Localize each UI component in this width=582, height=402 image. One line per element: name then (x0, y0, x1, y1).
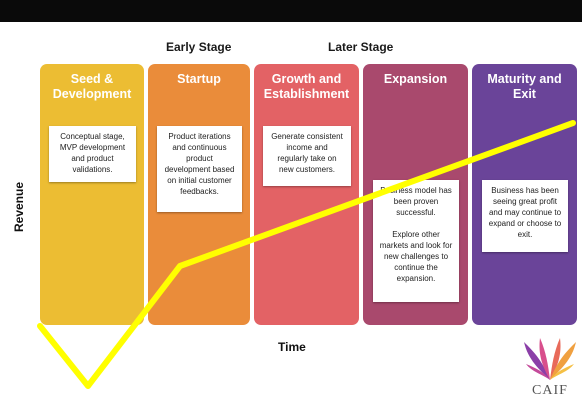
stage-seed-development: Seed & Development Conceptual stage, MVP… (40, 64, 144, 325)
stage-title: Seed & Development (52, 72, 132, 101)
stage-startup: Startup Product iterations and continuou… (148, 64, 250, 325)
stage-title: Growth and Establishment (263, 72, 350, 101)
stage-description-box: Generate consistent income and regularly… (263, 126, 351, 186)
stage-description-box: Business has been seeing great profit an… (482, 180, 568, 252)
top-black-bar (0, 0, 582, 22)
caif-logo-text: CAIF (532, 383, 568, 398)
revenue-curve-line (37, 120, 576, 389)
caif-logo-icon (524, 338, 576, 380)
stage-growth-establishment: Growth and Establishment Generate consis… (254, 64, 359, 325)
stage-maturity-exit: Maturity and Exit Business has been seei… (472, 64, 577, 325)
early-stage-header: Early Stage (166, 40, 232, 54)
stage-description-box: Product iterations and continuous produc… (157, 126, 242, 212)
stage-description-box: Conceptual stage, MVP development and pr… (49, 126, 136, 182)
time-axis-label: Time (278, 340, 306, 354)
stage-title: Startup (177, 72, 221, 86)
stage-description-box: Business model has been proven successfu… (373, 180, 459, 302)
stage-title: Maturity and Exit (487, 72, 562, 101)
later-stage-header: Later Stage (328, 40, 394, 54)
stage-title: Expansion (383, 72, 448, 86)
